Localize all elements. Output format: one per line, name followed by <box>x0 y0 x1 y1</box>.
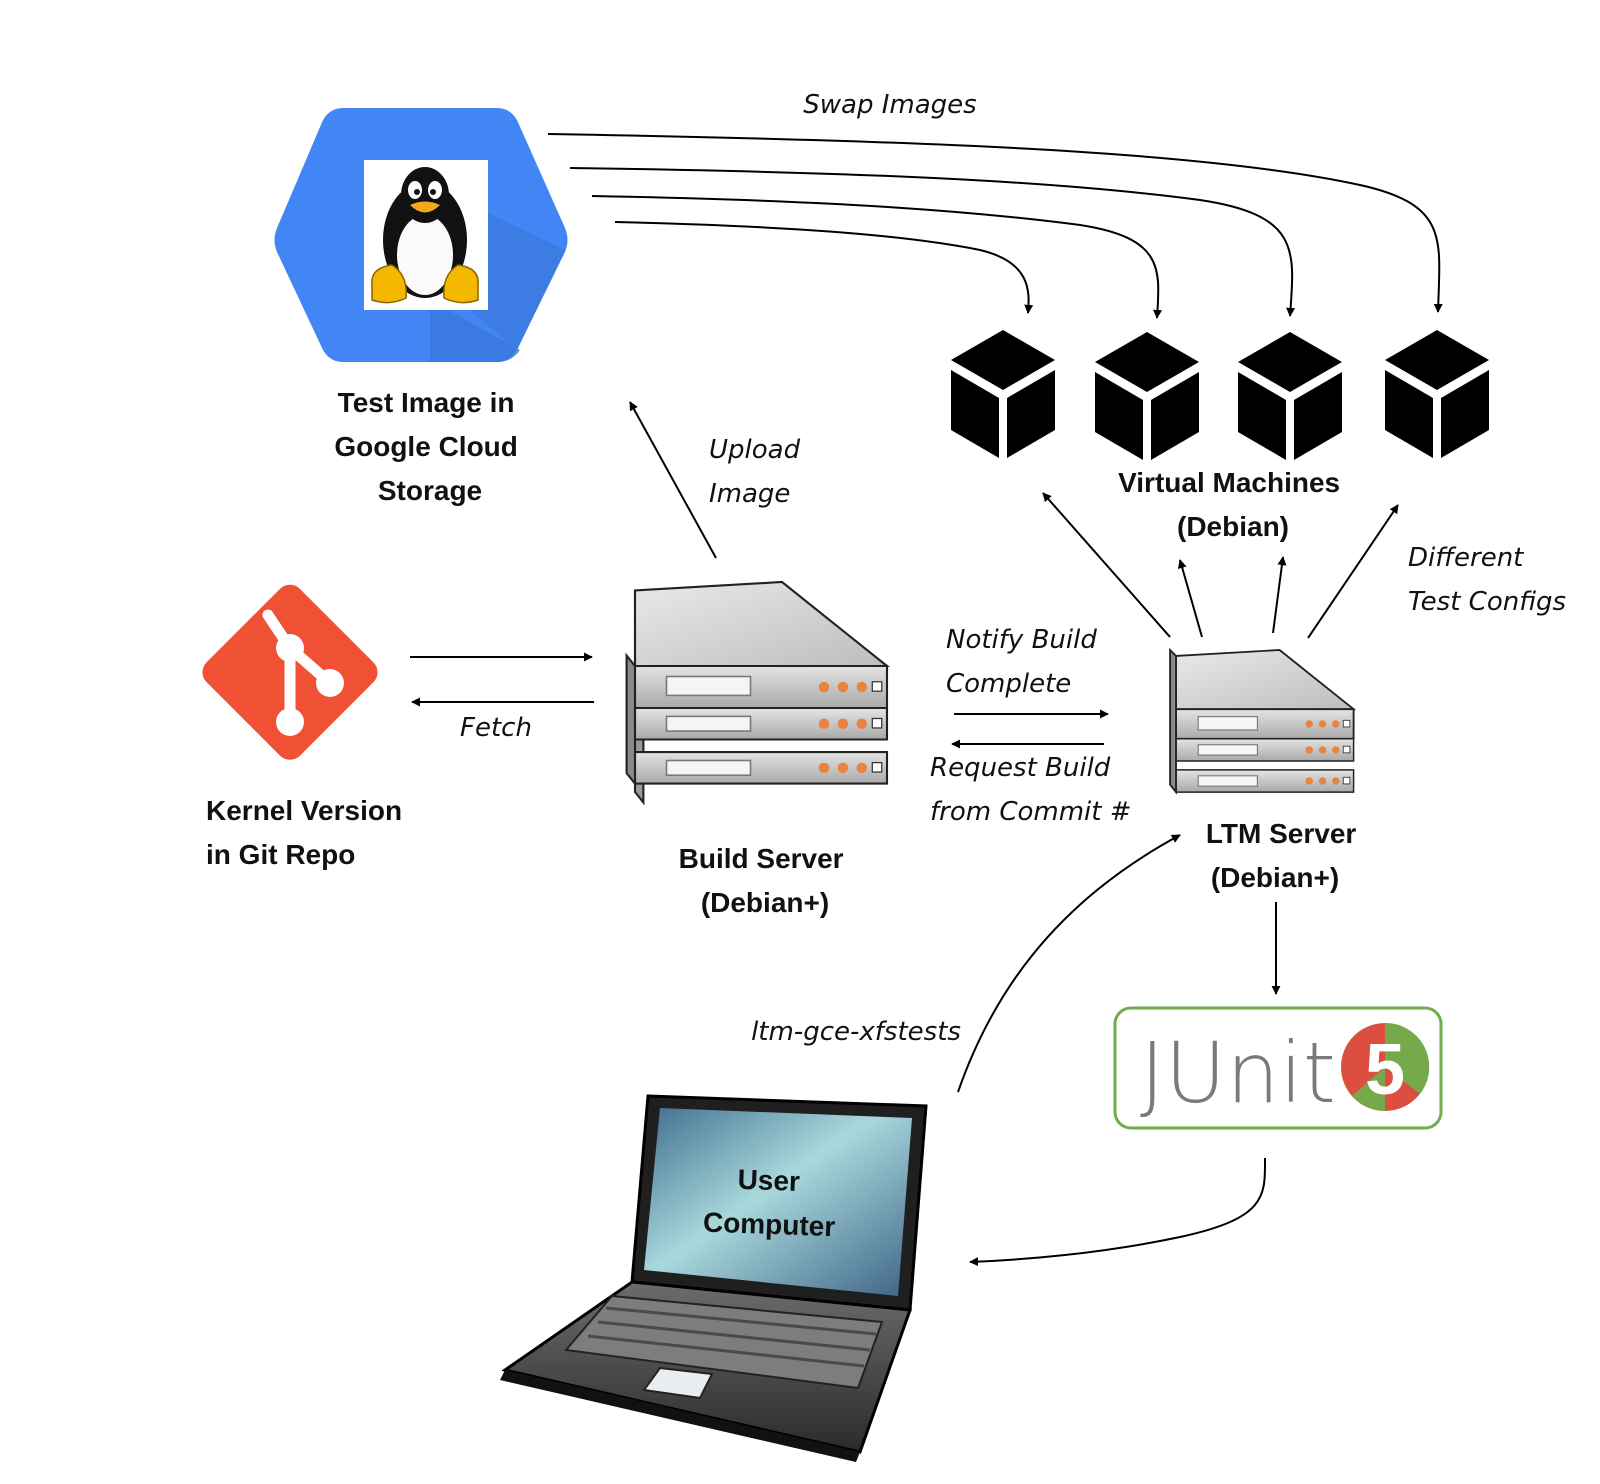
ltm-server-label: LTM Server (Debian+) <box>1206 818 1364 893</box>
git-repo-label: Kernel Version in Git Repo <box>206 795 410 870</box>
user-computer-label: User Computer <box>703 1163 838 1243</box>
virtual-machines-node: Virtual Machines (Debian) <box>951 330 1489 542</box>
request-build-label: Request Build from Commit # <box>930 753 1132 827</box>
different-configs-edges: Different Test Configs <box>1042 492 1566 639</box>
swap-images-edges: Swap Images <box>547 90 1443 319</box>
vm-cubes <box>951 330 1489 460</box>
swap-images-arrow-4 <box>547 133 1443 313</box>
ltm-gce-edge: ltm-gce-xfstests <box>751 834 1181 1093</box>
junit5-logo-icon: JUnit 5 <box>1113 1006 1443 1130</box>
different-configs-label: Different Test Configs <box>1408 543 1566 617</box>
swap-images-arrow-3 <box>569 167 1296 317</box>
swap-images-arrow-2 <box>591 195 1162 319</box>
user-to-ltm-arrow <box>957 834 1181 1093</box>
cube-icon <box>1385 330 1489 458</box>
user-computer-node: User Computer <box>500 1094 928 1462</box>
ltm-to-vm3-arrow <box>1272 556 1287 634</box>
ltm-to-vm4-arrow <box>1307 504 1399 639</box>
fetch-label: Fetch <box>460 713 532 743</box>
upload-image-edge: Upload Image <box>629 401 808 559</box>
ltm-to-vm2-arrow <box>1177 559 1203 638</box>
upload-image-label: Upload Image <box>709 435 808 509</box>
test-image-node: Test Image in Google Cloud Storage <box>274 108 568 506</box>
server-stack-icon <box>625 580 890 806</box>
cube-icon <box>951 330 1055 458</box>
virtual-machines-label: Virtual Machines (Debian) <box>1118 467 1348 542</box>
laptop-icon <box>500 1094 928 1462</box>
junit-to-user-arrow <box>969 1157 1267 1267</box>
ltm-server-node: LTM Server (Debian+) <box>1169 647 1364 893</box>
google-cloud-storage-tux-icon <box>274 108 568 362</box>
test-image-label: Test Image in Google Cloud Storage <box>334 387 525 506</box>
cube-icon <box>1238 332 1342 460</box>
git-repo-node: Kernel Version in Git Repo <box>202 584 410 870</box>
server-stack-icon <box>1169 647 1357 795</box>
upload-image-arrow <box>629 401 717 559</box>
ltm-gce-label: ltm-gce-xfstests <box>751 1017 961 1047</box>
build-server-label: Build Server (Debian+) <box>679 843 852 918</box>
swap-images-arrow-1 <box>614 221 1034 314</box>
junit-logo-text: JUnit <box>1140 1024 1336 1122</box>
cube-icon <box>1095 332 1199 460</box>
junit-badge-text: 5 <box>1365 1030 1405 1110</box>
build-ltm-edges: Notify Build Complete Request Build from… <box>930 625 1132 827</box>
junit-node: JUnit 5 <box>1113 1006 1443 1130</box>
build-server-node: Build Server (Debian+) <box>625 580 890 918</box>
swap-images-label: Swap Images <box>803 90 976 120</box>
git-logo-icon <box>202 584 378 760</box>
notify-build-label: Notify Build Complete <box>946 625 1105 699</box>
ltm-to-vm1-arrow <box>1042 492 1171 638</box>
fetch-edges: Fetch <box>410 652 594 743</box>
